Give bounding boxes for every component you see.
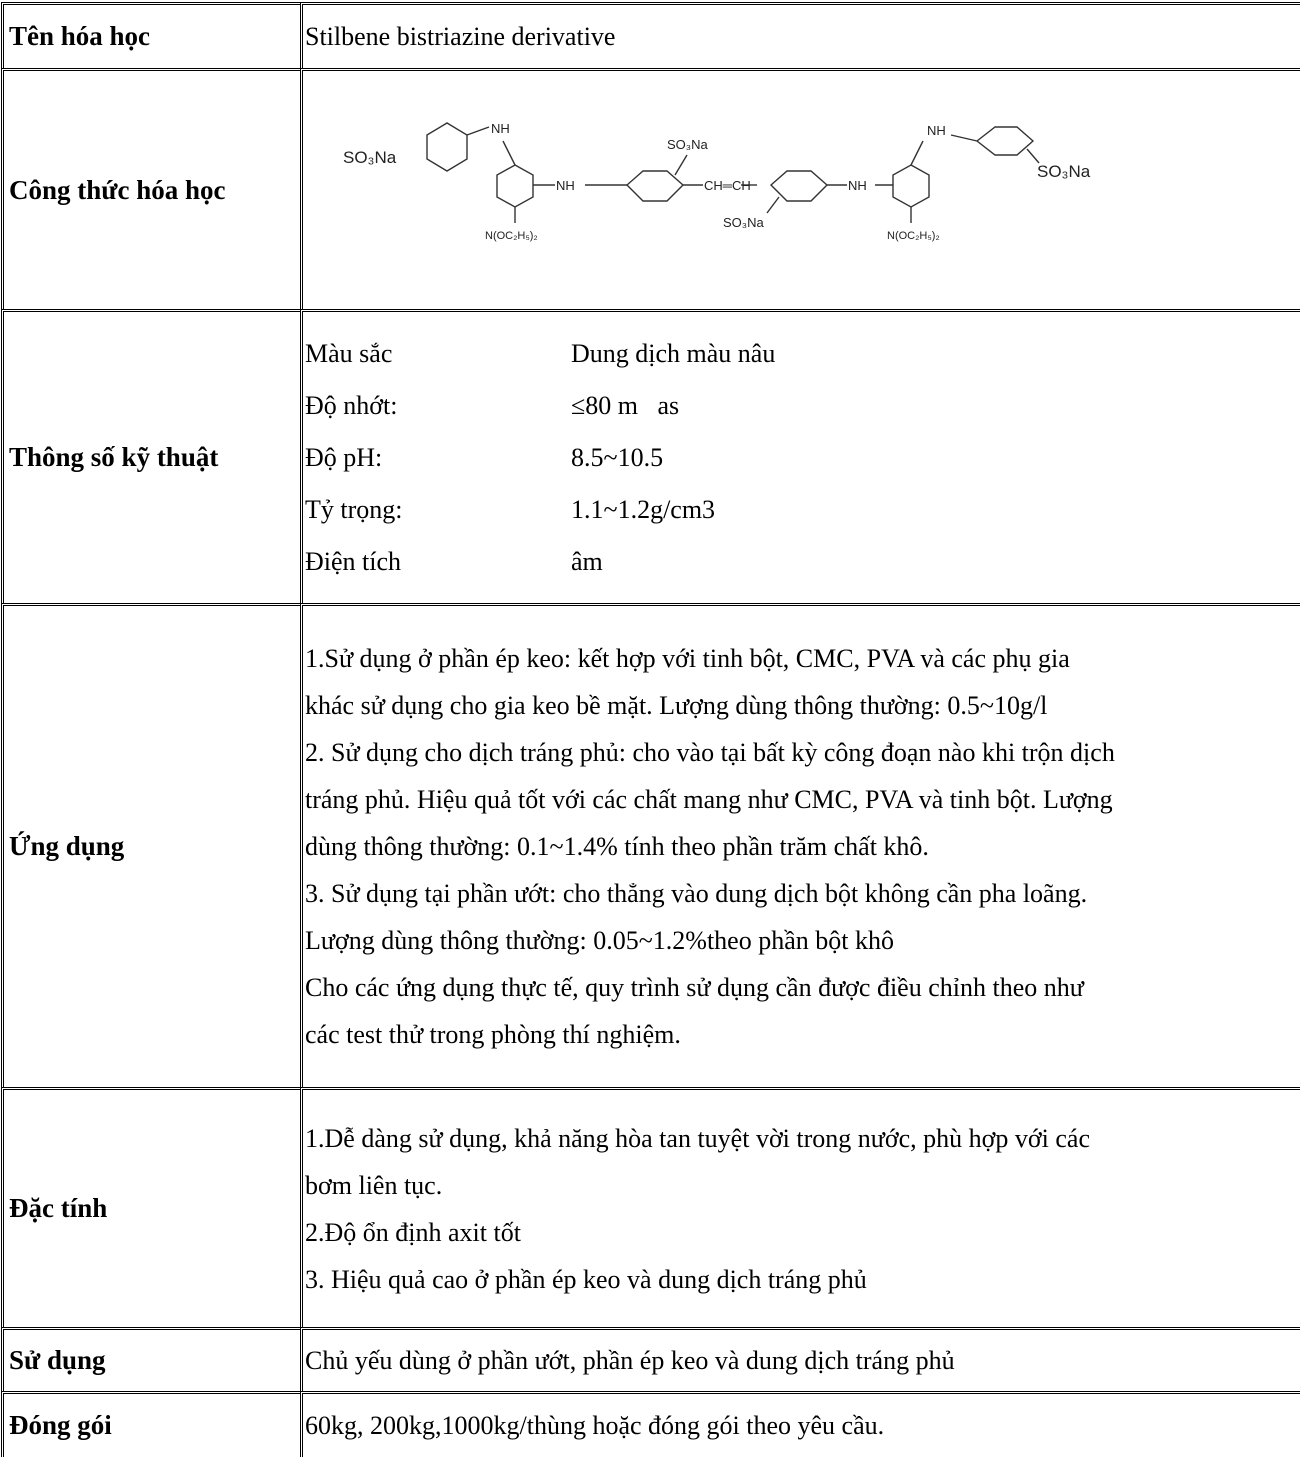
triazine-ring-right	[892, 164, 930, 208]
chemical-structure-diagram: SO₃Na NH NH SO₃Na CH═CH SO₃Na NH NH SO₃N…	[343, 121, 1091, 242]
row-packaging: Đóng gói 60kg, 200kg,1000kg/thùng hoặc đ…	[1, 1391, 1300, 1457]
application-line: dùng thông thường: 0.1~1.4% tính theo ph…	[305, 832, 929, 861]
spec-key: Độ pH:	[305, 442, 383, 472]
spec-key: Điện tích	[305, 546, 402, 576]
row-application: Ứng dụng 1.Sử dụng ở phần ép keo: kết hợ…	[1, 603, 1300, 1087]
application-text: 1.Sử dụng ở phần ép keo: kết hợp với tin…	[300, 603, 1300, 1087]
so3na-label-right: SO₃Na	[1037, 162, 1091, 181]
specifications-list: Màu sắc Dung dịch màu nâu Độ nhớt: ≤80 m…	[300, 309, 1300, 603]
amine-label-right: N(OC₂H₅)₂	[887, 230, 940, 242]
application-line: Cho các ứng dụng thực tế, quy trình sử d…	[305, 973, 1084, 1002]
spec-item: Điện tích âm	[305, 536, 1300, 588]
features-text: 1.Dễ dàng sử dụng, khả năng hòa tan tuyệ…	[300, 1087, 1300, 1327]
triazine-ring-left	[496, 164, 534, 208]
application-line: 1.Sử dụng ở phần ép keo: kết hợp với tin…	[305, 644, 1070, 673]
benzene-ring-center-right	[769, 170, 829, 202]
ch-eq-ch-label: CH═CH	[704, 178, 751, 193]
so3na-label-center-bottom: SO₃Na	[723, 215, 764, 230]
feature-line: bơm liên tục.	[305, 1170, 443, 1200]
amine-label-left: N(OC₂H₅)₂	[485, 230, 538, 242]
label-chemical-name: Tên hóa học	[1, 2, 300, 68]
application-line: 2. Sử dụng cho dịch tráng phủ: cho vào t…	[305, 738, 1115, 767]
spec-item: Độ pH: 8.5~10.5	[305, 432, 1300, 484]
nh-label-2: NH	[556, 178, 575, 193]
label-specifications: Thông số kỹ thuật	[1, 309, 300, 603]
row-specifications: Thông số kỹ thuật Màu sắc Dung dịch màu …	[1, 309, 1300, 603]
nh-label-4: NH	[927, 123, 946, 138]
benzene-ring-center-left	[625, 170, 685, 202]
feature-line: 1.Dễ dàng sử dụng, khả năng hòa tan tuyệ…	[305, 1123, 1091, 1153]
application-line: các test thử trong phòng thí nghiệm.	[305, 1020, 681, 1049]
label-features: Đặc tính	[1, 1087, 300, 1327]
benzene-ring-left	[426, 122, 468, 172]
chemical-structure-cell: SO₃Na NH NH SO₃Na CH═CH SO₃Na NH NH SO₃N…	[300, 68, 1300, 309]
row-chemical-formula: Công thức hóa học	[1, 68, 1300, 309]
application-line: tráng phủ. Hiệu quả tốt với các chất man…	[305, 785, 1113, 814]
label-usage: Sử dụng	[1, 1327, 300, 1391]
spec-key: Tỷ trọng:	[305, 494, 403, 524]
row-chemical-name: Tên hóa học Stilbene bistriazine derivat…	[1, 2, 1300, 68]
spec-key: Độ nhớt:	[305, 390, 398, 420]
row-usage: Sử dụng Chủ yếu dùng ở phần ướt, phần ép…	[1, 1327, 1300, 1391]
row-features: Đặc tính 1.Dễ dàng sử dụng, khả năng hòa…	[1, 1087, 1300, 1327]
application-line: Lượng dùng thông thường: 0.05~1.2%theo p…	[305, 926, 894, 955]
value-usage: Chủ yếu dùng ở phần ướt, phần ép keo và …	[300, 1327, 1300, 1391]
spec-value: 8.5~10.5	[571, 442, 664, 472]
application-line: khác sử dụng cho gia keo bề mặt. Lượng d…	[305, 691, 1048, 720]
value-chemical-name: Stilbene bistriazine derivative	[300, 2, 1300, 68]
nh-label-3: NH	[848, 178, 867, 193]
spec-item: Màu sắc Dung dịch màu nâu	[305, 328, 1300, 380]
spec-item: Tỷ trọng: 1.1~1.2g/cm3	[305, 484, 1300, 536]
spec-key: Màu sắc	[305, 338, 393, 368]
spec-value: âm	[571, 546, 603, 576]
label-packaging: Đóng gói	[1, 1391, 300, 1457]
so3na-label-left: SO₃Na	[343, 148, 397, 167]
spec-item: Độ nhớt: ≤80 m as	[305, 380, 1300, 432]
feature-line: 2.Độ ổn định axit tốt	[305, 1217, 521, 1247]
so3na-label-center-top: SO₃Na	[667, 137, 708, 152]
spec-value: 1.1~1.2g/cm3	[571, 494, 716, 524]
nh-label-1: NH	[491, 121, 510, 136]
application-line: 3. Sử dụng tại phần ướt: cho thẳng vào d…	[305, 879, 1088, 908]
value-packaging: 60kg, 200kg,1000kg/thùng hoặc đóng gói t…	[300, 1391, 1300, 1457]
spec-value: Dung dịch màu nâu	[571, 338, 776, 368]
feature-line: 3. Hiệu quả cao ở phần ép keo và dung dị…	[305, 1264, 867, 1294]
label-application: Ứng dụng	[1, 603, 300, 1087]
label-chemical-formula: Công thức hóa học	[1, 68, 300, 309]
benzene-ring-right	[975, 126, 1035, 156]
spec-value: ≤80 m as	[571, 390, 680, 420]
